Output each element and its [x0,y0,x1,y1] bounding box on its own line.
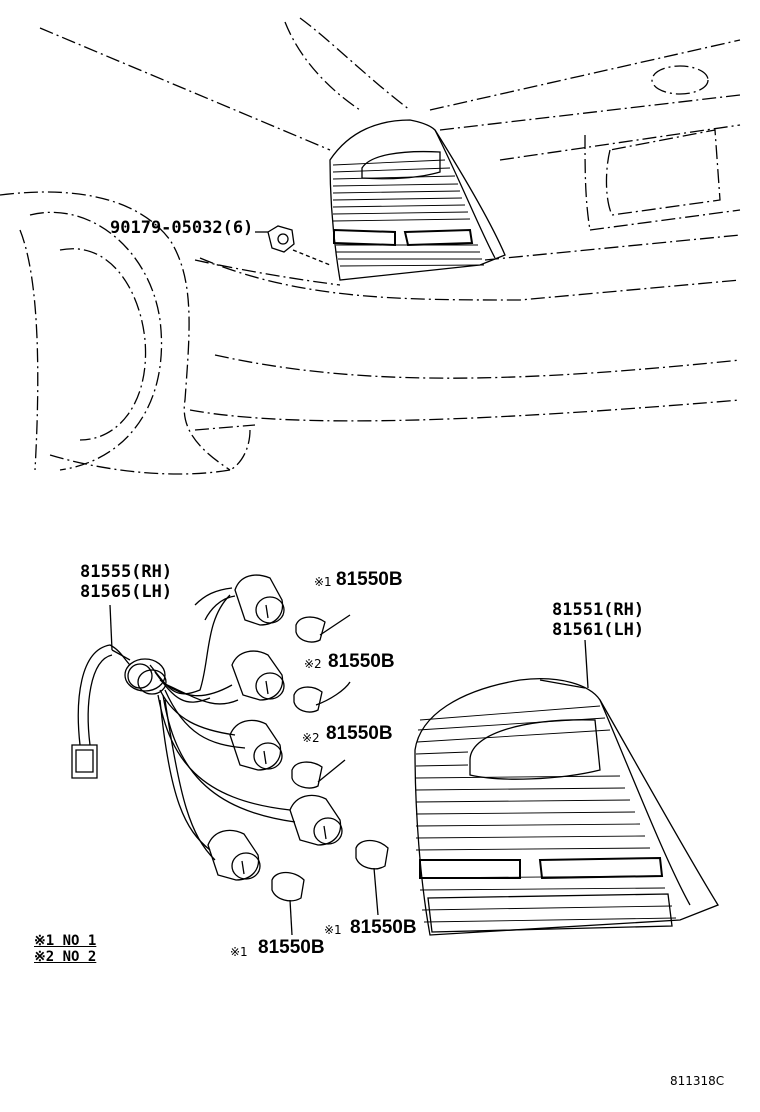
socket-rh-part-number: 81555(RH) [80,562,173,582]
bulb-4-mark: ※1 [324,923,342,937]
lamp-lh-part-number: 81561(LH) [552,620,645,640]
socket-2 [231,650,285,701]
bulb-3 [291,759,346,789]
bulb-4-part-number: 81550B [350,917,417,938]
socket-1 [234,574,285,626]
bulb-5-mark: ※1 [230,945,248,959]
bulb-2-part-number: 81550B [328,651,395,672]
bulb-2-mark: ※2 [304,657,322,671]
nut-part-number: 90179-05032(6) [110,218,254,238]
socket-4 [289,794,343,846]
figure-code: 811318C [670,1074,725,1088]
bulb-5-part-number: 81550B [258,937,325,958]
socket-lh-part-number: 81565(LH) [80,582,173,602]
car-body-outline [0,17,741,475]
bulb-1-part-number: 81550B [336,569,403,590]
socket-5 [207,829,261,881]
bulb-2 [293,681,351,713]
legend-row-2: ※2 NO 2 [34,949,97,965]
bulb-1 [295,614,351,643]
bulb-3-mark: ※2 [302,731,320,745]
bulb-5 [271,871,305,936]
bulb-4 [355,839,389,916]
wire-harness [71,587,296,861]
lamp-rh-part-number: 81551(RH) [552,600,645,620]
bulb-3-part-number: 81550B [326,723,393,744]
nut-icon [267,225,295,253]
tail-lamp-on-car [329,119,506,281]
tail-lamp-large [414,639,719,936]
legend-row-1: ※1 NO 1 [34,933,97,949]
socket-3 [229,719,283,771]
bulb-1-mark: ※1 [314,575,332,589]
